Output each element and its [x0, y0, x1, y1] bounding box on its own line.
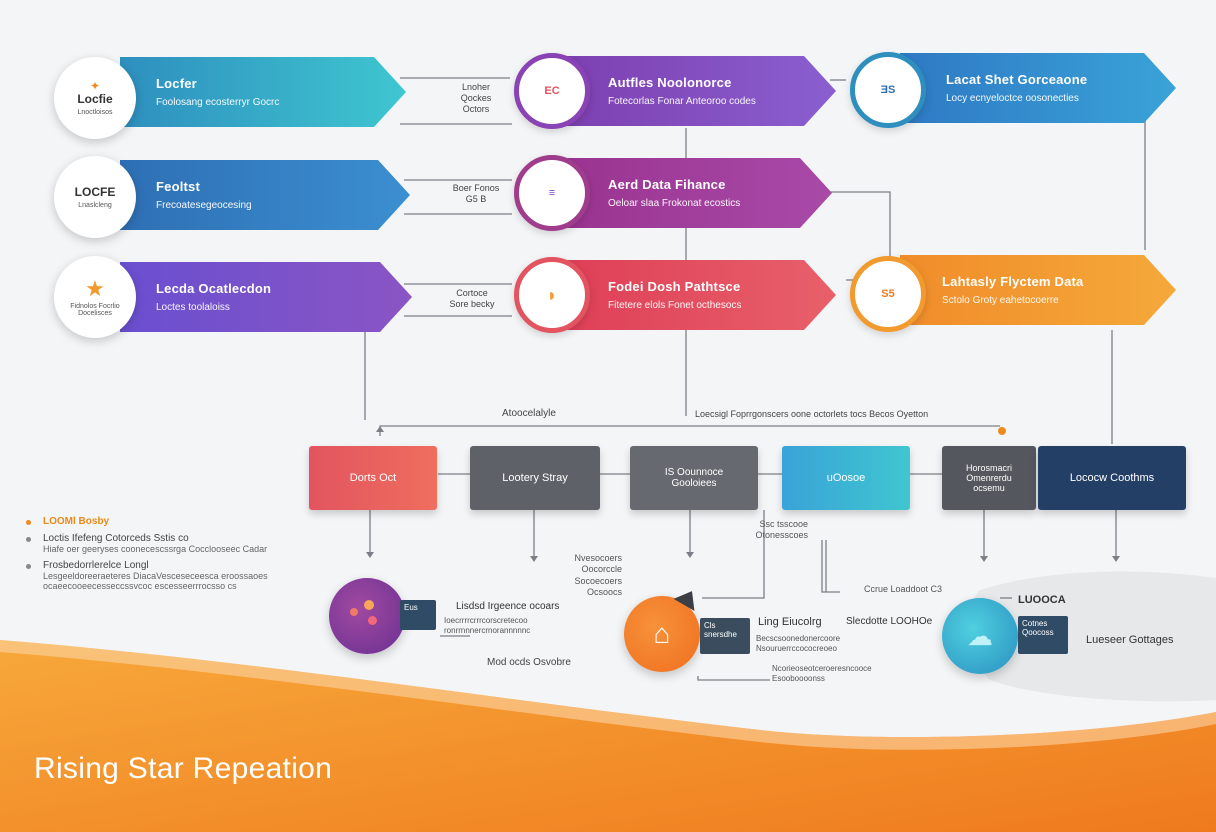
right-banner-2-title: Lahtasly Flyctem Data — [942, 274, 1084, 289]
right-ring-2-glyph: S5 — [881, 288, 895, 300]
left-banner-1: Locfer Foolosang ecosterryr Gocrc — [120, 57, 406, 127]
left-circle-2-line2: Lnaslcleng — [78, 202, 112, 209]
lead-label: Ccrue Loaddoot C3 — [864, 584, 943, 594]
mid-banner-2-title: Aerd Data Fihance — [608, 177, 726, 192]
sparkle-icon: ✦ — [89, 79, 101, 93]
mid-banner-3-subtitle: Fitetere elols Fonet octhesocs — [608, 300, 742, 311]
box-2: Lootery Stray — [470, 446, 600, 510]
right-banner-2-subtitle: Sctolo Groty eahetocoerre — [942, 295, 1059, 306]
connector-label-3: Cortoce Sore becky — [449, 288, 495, 309]
legend-row-3-sub: Lesgeeldoreeraeteres DiacaVesceseceesca … — [43, 571, 268, 591]
box-5: Horosmacri Omenrerdu ocsemu — [942, 446, 1036, 510]
mid-stack-label: Nvesocoers Oocorccle Socoecoers Ocsoocs — [574, 553, 622, 597]
left-circle-1: ✦ Locfie Lnoctloisos — [54, 57, 136, 139]
right-ring-2: S5 — [850, 256, 926, 332]
right-banner-2: Lahtasly Flyctem Data Sctolo Groty eahet… — [900, 255, 1176, 325]
orb-1-sub: Ioecrrrrcrrrcorscretecoo ronrrnnnercrnor… — [444, 616, 531, 635]
box-3: IS Oounnoce Gooloiees — [630, 446, 758, 510]
connector-label-1: Lnoher Qockes Octors — [460, 82, 492, 114]
legend-row-1-title: LOOMl Bosby — [43, 516, 110, 527]
mid-banner-1-subtitle: Fotecorlas Fonar Anteoroo codes — [608, 96, 756, 107]
mid-banner-3: Fodei Dosh Pathtsce Fitetere elols Fonet… — [560, 260, 836, 330]
left-circle-2: LOCFE Lnaslcleng — [54, 156, 136, 238]
right-ring-1-glyph: ƎS — [880, 84, 896, 96]
mid-ring-1: EC — [514, 53, 590, 129]
connector-label-2: Boer Fonos G5 B — [452, 183, 500, 204]
mid-banner-1: Autfles Noolonorce Fotecorlas Fonar Ante… — [560, 56, 836, 126]
left-banner-2-title: Feoltst — [156, 179, 201, 194]
mid-banner-1-title: Autfles Noolonorce — [608, 75, 732, 90]
orb-2-title: Ling Eiucolrg — [758, 616, 822, 628]
left-banner-3: Lecda Ocatlecdon Loctes toolaloiss — [120, 262, 412, 332]
left-circle-2-line1: LOCFE — [74, 185, 116, 199]
left-circle-1-line1: Locfie — [77, 92, 113, 106]
grey-swoosh — [969, 571, 1216, 702]
box-1: Dorts Oct — [309, 446, 437, 510]
orb-2-sub: Becscsoonedonercoore Nsouruerrccococreoe… — [756, 634, 841, 653]
orb-3-side: Lueseer Gottages — [1086, 634, 1174, 646]
mid-ring-3: ◗ — [514, 257, 590, 333]
mid-ring-1-glyph: EC — [544, 85, 560, 97]
mid-ring-2-glyph: ≡ — [548, 187, 556, 199]
left-banner-3-title: Lecda Ocatlecdon — [156, 281, 272, 296]
right-banner-1-subtitle: Locy ecnyeloctce oosonecties — [946, 93, 1079, 104]
legend: LOOMl Bosby Loctis Ifefeng Cotorceds Sst… — [26, 516, 326, 597]
left-banner-2: Feoltst Frecoatesegeocesing — [120, 160, 410, 230]
left-banner-1-subtitle: Foolosang ecosterryr Gocrc — [156, 97, 280, 108]
orb-1-foot: Mod ocds Osvobre — [487, 657, 571, 668]
bus-dot — [998, 427, 1006, 435]
orb-3-tag: Cotnes Qoocoss — [1018, 616, 1068, 654]
legend-bullet-icon — [26, 537, 31, 542]
orb-1-bubbles-icon — [329, 578, 405, 654]
left-circle-3-line2: Fidnolos Focrlio Docelisces — [70, 302, 120, 317]
mid-banner-2: Aerd Data Fihance Oeloar slaa Frokonat e… — [560, 158, 832, 228]
mid-banner-3-title: Fodei Dosh Pathtsce — [608, 279, 741, 294]
legend-row-2: Loctis Ifefeng Cotorceds Sstis co Hiafe … — [26, 533, 326, 554]
left-banner-1-title: Locfer — [156, 76, 197, 91]
orb-1-title: Lisdsd Irgeence ocoars — [456, 601, 560, 612]
orb-1-tag: Eus — [400, 600, 436, 630]
box-4: uOosoe — [782, 446, 910, 510]
orb-2-foot: Ncorieoseotceroeresncooce Esooboooonss — [772, 664, 872, 683]
left-banner-2-subtitle: Frecoatesegeocesing — [156, 200, 252, 211]
right-ring-1: ƎS — [850, 52, 926, 128]
bus-label-right: Loecsigl Foprrgonscers oone octorlets to… — [695, 409, 929, 419]
legend-bullet-icon — [26, 520, 31, 525]
right-banner-1-title: Lacat Shet Gorceaone — [946, 72, 1088, 87]
page-title: Rising Star Repeation — [34, 752, 333, 785]
legend-row-2-title: Loctis Ifefeng Cotorceds Sstis co — [43, 533, 189, 544]
legend-bullet-icon — [26, 564, 31, 569]
left-banner-3-subtitle: Loctes toolaloiss — [156, 302, 230, 313]
bottom-wave-highlight — [0, 640, 1216, 750]
legend-row-3: Frosbedorrlerelce Longl Lesgeeldoreeraet… — [26, 560, 326, 591]
bus-label-left: Atoocelalyle — [502, 408, 556, 419]
mid-small-label: Ssc tsscooe Otonesscoes — [755, 519, 808, 541]
orb-2-side: Slecdotte LOOHOe — [846, 616, 933, 627]
box-6: Lococw Coothms — [1038, 446, 1186, 510]
orb-3-top: LUOOCA — [1018, 594, 1066, 606]
orb-2-house-icon: ⌂ — [624, 596, 700, 672]
legend-row-3-title: Frosbedorrlerelce Longl — [43, 560, 149, 571]
orb-2-tag: Cls snersdhe — [700, 618, 750, 654]
left-circle-3: ★ Fidnolos Focrlio Docelisces — [54, 256, 136, 338]
bottom-wave — [0, 640, 1216, 832]
star-icon: ★ — [85, 275, 105, 301]
orb-3-network-icon: ☁ — [942, 598, 1018, 674]
orb-1-dots — [350, 600, 384, 630]
right-banner-1: Lacat Shet Gorceaone Locy ecnyeloctce oo… — [900, 53, 1176, 123]
mid-ring-3-glyph: ◗ — [546, 284, 558, 305]
mid-banner-2-subtitle: Oeloar slaa Frokonat ecostics — [608, 198, 741, 209]
left-circle-1-line2: Lnoctloisos — [77, 109, 113, 116]
legend-row-1: LOOMl Bosby — [26, 516, 326, 527]
mid-ring-2: ≡ — [514, 155, 590, 231]
legend-row-2-sub: Hiafe oer geeryses coonecescssrga Cocclo… — [43, 544, 268, 554]
